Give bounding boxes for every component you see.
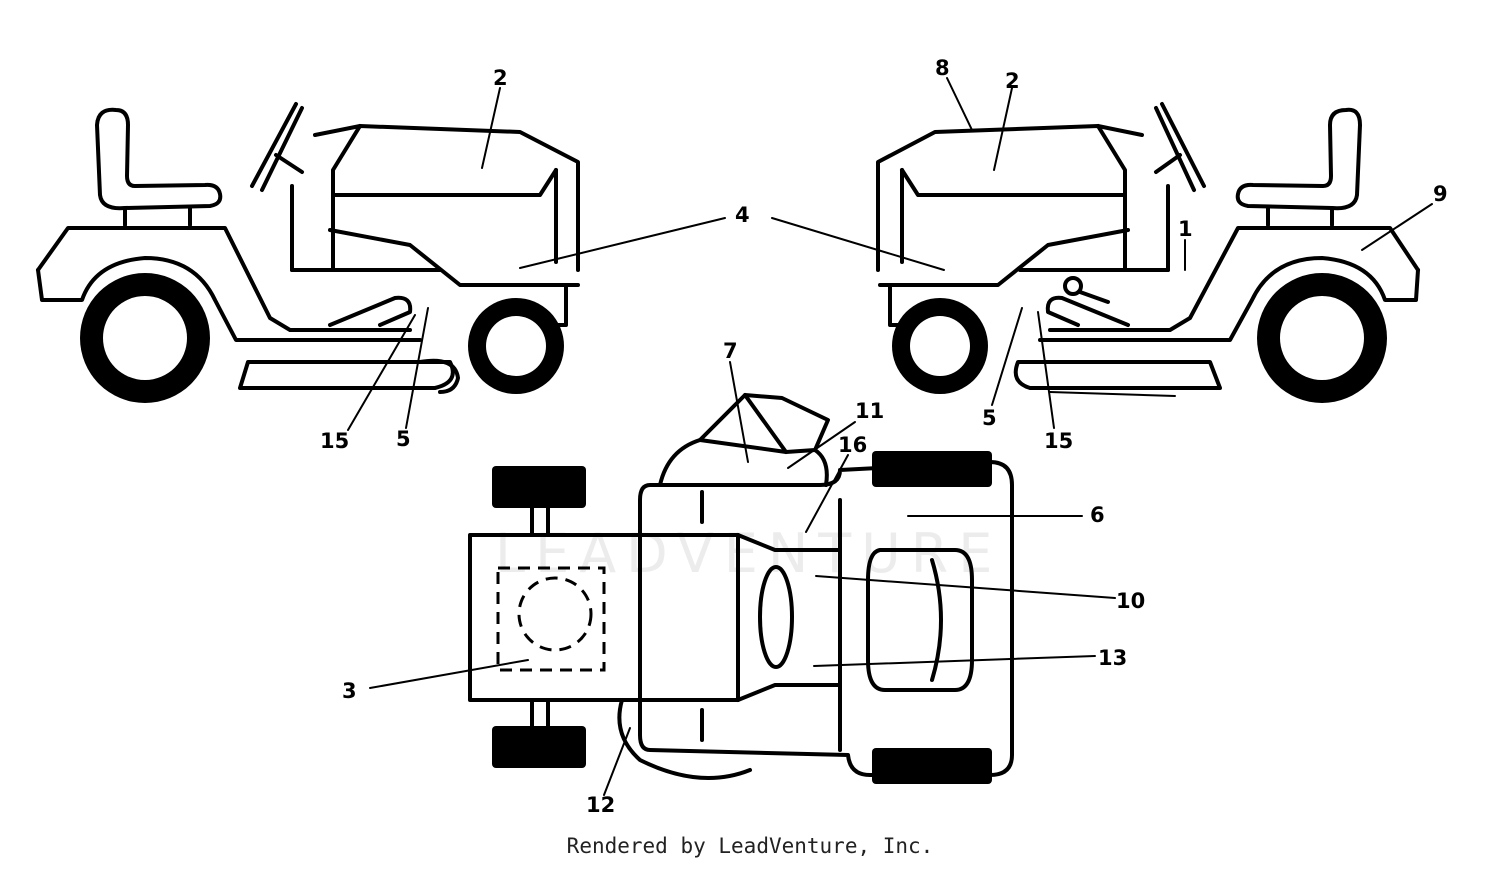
callout-10: 10 (1116, 589, 1145, 613)
callout-9: 9 (1433, 182, 1448, 206)
callout-11: 11 (855, 399, 884, 423)
callout-2-right: 2 (1005, 69, 1020, 93)
credit-footer: Rendered by LeadVenture, Inc. (566, 834, 934, 858)
callout-15-left: 15 (320, 429, 349, 453)
tractor-top-view (369, 361, 1116, 796)
tractor-left-view (36, 87, 726, 431)
callout-3: 3 (342, 679, 357, 703)
callout-16: 16 (838, 433, 867, 457)
callout-1: 1 (1178, 217, 1193, 241)
callout-4: 4 (735, 203, 750, 227)
callout-6: 6 (1090, 503, 1105, 527)
callout-15-right: 15 (1044, 429, 1073, 453)
callout-13: 13 (1098, 646, 1127, 670)
tractor-right-view (771, 77, 1433, 429)
callout-7: 7 (723, 339, 738, 363)
callout-5-right: 5 (982, 406, 997, 430)
watermark: LEADVENTURE (495, 522, 1002, 585)
callout-12: 12 (586, 793, 615, 817)
callout-8: 8 (935, 56, 950, 80)
callout-2-left: 2 (493, 66, 508, 90)
callout-5-left: 5 (396, 427, 411, 451)
